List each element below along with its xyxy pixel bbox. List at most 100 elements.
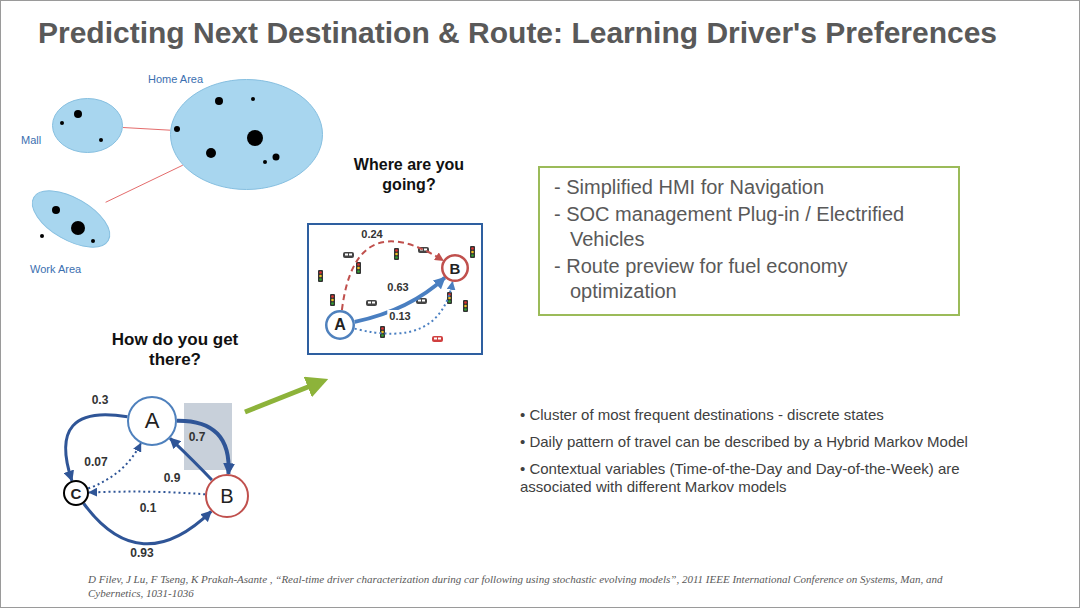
area-ellipse: Mall: [52, 98, 123, 153]
slide-title: Predicting Next Destination & Route: Lea…: [38, 16, 997, 50]
circle-shape: [326, 311, 354, 339]
car-window: [349, 254, 352, 256]
ellipse-outline: [170, 79, 323, 190]
area-ellipse: Home Area: [170, 79, 323, 190]
probability-label: 0.63: [385, 281, 410, 293]
destination-dot: [71, 221, 85, 235]
destination-dot: [206, 148, 216, 158]
connector: [355, 278, 445, 322]
car-window: [418, 300, 421, 302]
destination-dot: [215, 97, 223, 105]
state-circle-text: C: [71, 485, 82, 502]
connector: [89, 492, 205, 495]
state-circle: C: [63, 480, 89, 506]
destination-dot: [91, 239, 95, 243]
car-window: [434, 338, 437, 340]
light-lamp: [395, 249, 398, 252]
connector: [355, 282, 453, 334]
probability-label: 0.13: [387, 310, 412, 322]
destination-dot: [263, 160, 267, 164]
citation: D Filev, J Lu, F Tseng, K Prakah-Asante …: [88, 573, 968, 601]
area-ellipse-text: Work Area: [30, 263, 81, 275]
car-window: [368, 302, 371, 304]
light-lamp: [331, 302, 334, 305]
probability-label: 0.9: [162, 471, 183, 485]
circle-shape: [128, 397, 176, 445]
light-lamp: [381, 334, 384, 337]
light-lamp: [319, 275, 322, 278]
traffic-light: [470, 246, 475, 258]
light-lamp: [448, 297, 451, 300]
light-lamp: [464, 301, 467, 304]
probability-label: 0.93: [128, 546, 155, 560]
car-icon: [432, 336, 443, 342]
connector: [342, 241, 443, 310]
traffic-light: [447, 292, 452, 304]
probability-label: 0.07: [82, 455, 109, 469]
traffic-light: [356, 262, 361, 274]
car-icon: [366, 300, 377, 306]
bullet-note: • Contextual variables (Time-of-the-Day …: [520, 460, 978, 496]
ellipse-shape: [23, 179, 118, 258]
light-lamp: [471, 247, 474, 250]
connector: [106, 165, 183, 202]
car-window: [424, 249, 427, 251]
state-circle: A: [127, 396, 177, 446]
light-lamp: [395, 253, 398, 256]
traffic-light: [330, 294, 335, 306]
location-circle-text: B: [450, 260, 461, 277]
probability-label: 0.1: [138, 501, 159, 515]
traffic-icons: [318, 246, 475, 342]
light-lamp: [464, 305, 467, 308]
destination-dot: [273, 154, 280, 161]
benefits-box: - Simplified HMI for Navigation- SOC man…: [538, 166, 960, 316]
flow-arrow: [245, 383, 318, 412]
light-lamp: [471, 254, 474, 257]
area-ellipse-text: Home Area: [148, 73, 203, 85]
destination-dot: [40, 234, 44, 238]
light-lamp: [319, 278, 322, 281]
connector: [123, 128, 170, 131]
circle-shape: [206, 475, 248, 517]
light-lamp: [357, 263, 360, 266]
benefits-box-text: - SOC management Plug-in / Electrified V…: [554, 202, 946, 252]
light-lamp: [319, 271, 322, 274]
light-lamp: [357, 267, 360, 270]
benefits-box-text: - Simplified HMI for Navigation: [554, 175, 946, 200]
traffic-light: [380, 326, 385, 338]
light-lamp: [331, 295, 334, 298]
traffic-light: [318, 270, 323, 282]
light-lamp: [381, 327, 384, 330]
section-heading: How do you get there?: [105, 330, 245, 371]
light-lamp: [448, 300, 451, 303]
ellipse-shape: [171, 80, 323, 190]
benefits-box-text: - Route preview for fuel economy optimiz…: [554, 254, 946, 304]
connector: [177, 421, 229, 474]
destination-dot: [99, 138, 103, 142]
light-lamp: [471, 251, 474, 254]
destination-dot: [251, 97, 255, 101]
car-icon: [343, 252, 354, 258]
probability-label: 0.3: [90, 393, 111, 407]
probability-label: 0.24: [359, 228, 384, 240]
ellipse-shape: [53, 99, 123, 153]
destination-dot: [60, 121, 64, 125]
area-ellipse-text: Mall: [21, 134, 41, 146]
location-circle-text: A: [334, 316, 346, 334]
state-circle: B: [205, 474, 249, 518]
destination-dot: [52, 206, 60, 214]
ellipse-outline: [52, 98, 123, 153]
area-ellipse: Work Area: [30, 188, 112, 250]
bullet-note: • Cluster of most frequent destinations …: [520, 406, 978, 424]
traffic-light: [463, 300, 468, 312]
car-window: [345, 254, 348, 256]
state-circle-text: B: [220, 485, 233, 508]
location-circle: B: [441, 254, 469, 282]
destination-dot: [174, 126, 180, 132]
circle-shape: [442, 255, 468, 281]
circle-shape: [64, 481, 88, 505]
light-lamp: [395, 256, 398, 259]
traffic-light: [394, 248, 399, 260]
state-circle-text: A: [145, 408, 160, 434]
